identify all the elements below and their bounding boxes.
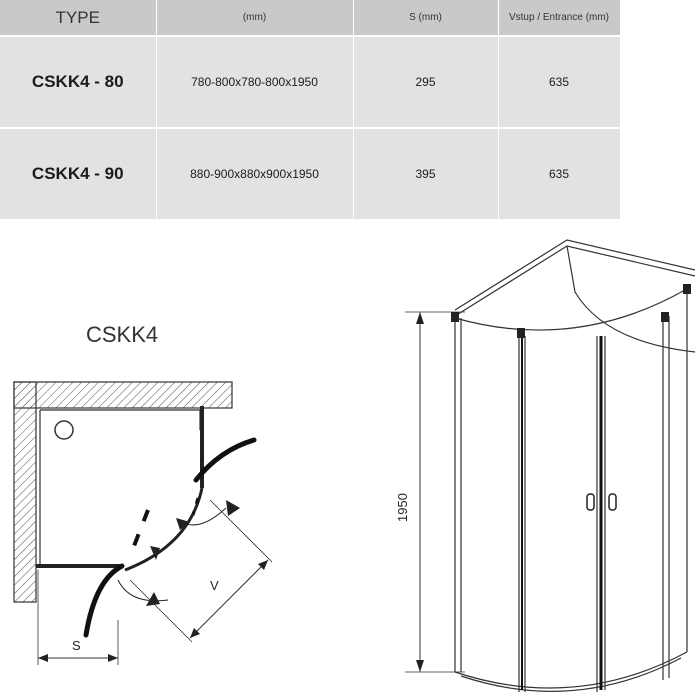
dimension-v: V <box>129 499 273 643</box>
spec-table: TYPE (mm) S (mm) Vstup / Entrance (mm) C… <box>0 0 621 219</box>
door-leaf-left-open <box>83 563 125 638</box>
wall-hatching <box>13 381 233 603</box>
header-s: S (mm) <box>353 0 499 37</box>
cell-type: CSKK4 - 80 <box>0 36 157 129</box>
cell-s: 395 <box>353 128 499 219</box>
cell-entrance: 635 <box>498 128 621 219</box>
dimension-s: S <box>37 570 119 665</box>
door-swing-dash <box>191 497 200 516</box>
arrow-icon <box>146 592 160 606</box>
header-entrance: Vstup / Entrance (mm) <box>498 0 621 37</box>
drain-icon <box>54 420 74 440</box>
arrow-icon <box>176 518 190 530</box>
label-v: V <box>210 578 219 593</box>
label-s: S <box>72 638 81 653</box>
cell-entrance: 635 <box>498 36 621 129</box>
arrow-icon <box>226 500 240 516</box>
cell-s: 295 <box>353 36 499 129</box>
plan-view-drawing: V S <box>13 381 273 665</box>
height-label: 1950 <box>395 493 410 522</box>
table-row: CSKK4 - 80 780-800x780-800x1950 295 635 <box>0 36 621 129</box>
dimension-height: 1950 <box>395 311 465 673</box>
door-leaf-right-open <box>193 437 257 483</box>
diagram-title: CSKK4 <box>86 322 159 347</box>
arrow-icon <box>150 546 160 560</box>
cell-dimensions: 780-800x780-800x1950 <box>156 36 354 129</box>
header-dimensions: (mm) <box>156 0 354 37</box>
door-swing-dash <box>132 509 150 547</box>
door-handle-icon <box>608 493 617 511</box>
isometric-view-drawing: 1950 <box>395 239 696 692</box>
table-row: CSKK4 - 90 880-900x880x900x1950 395 635 <box>0 128 621 219</box>
door-handle-icon <box>586 493 595 511</box>
curved-door-track <box>124 487 204 572</box>
cell-type: CSKK4 - 90 <box>0 128 157 219</box>
header-type: TYPE <box>0 0 157 37</box>
cell-dimensions: 880-900x880x900x1950 <box>156 128 354 219</box>
table-header-row: TYPE (mm) S (mm) Vstup / Entrance (mm) <box>0 0 621 37</box>
